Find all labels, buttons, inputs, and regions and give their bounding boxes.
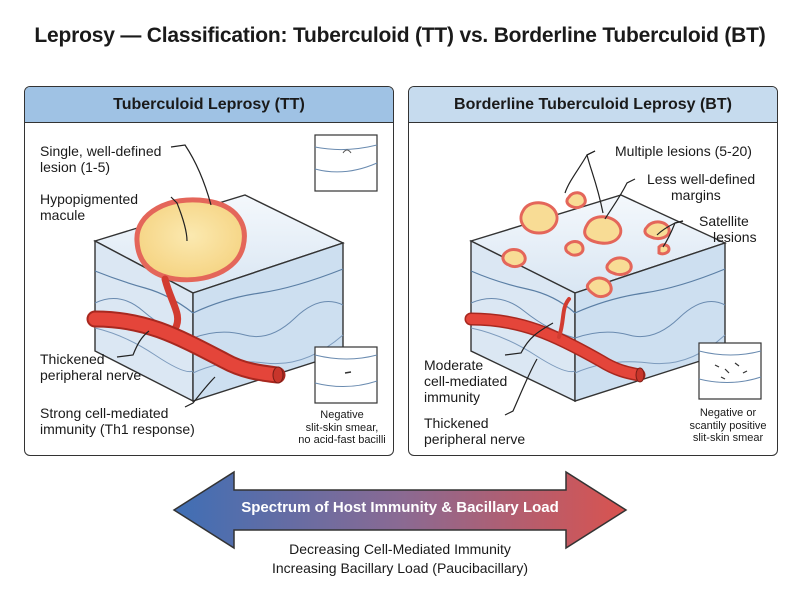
bt-lesion xyxy=(564,240,585,257)
bt-label-margins-line1: Less well-defined xyxy=(647,171,756,187)
bt-label-margins-line2: margins xyxy=(671,187,721,203)
page-title: Leprosy — Classification: Tuberculoid (T… xyxy=(34,24,766,47)
bt-label-moderate-line3: immunity xyxy=(424,389,481,405)
bt-lesion xyxy=(501,248,527,269)
bottom-line-immunity: Decreasing Cell-Mediated Immunity xyxy=(289,541,511,557)
bt-leader-lines xyxy=(504,150,684,416)
tt-label-nerve-line2: peripheral nerve xyxy=(40,367,142,383)
tt-smear-line3: no acid-fast bacilli xyxy=(298,434,386,446)
bt-lesion xyxy=(583,215,623,245)
tt-label-single-line1: Single, well-defined xyxy=(40,143,162,159)
spectrum-arrow: Spectrum of Host Immunity & Bacillary Lo… xyxy=(170,468,630,554)
bt-panel: Borderline Tuberculoid Leprosy (BT) xyxy=(408,86,778,456)
bt-nerve xyxy=(464,297,646,383)
bt-label-moderate-line1: Moderate xyxy=(424,357,484,373)
bt-label-moderate-line2: cell-mediated xyxy=(424,373,508,389)
tt-label-single-line2: lesion (1-5) xyxy=(40,159,111,175)
bt-label-nerve-line2: peripheral nerve xyxy=(424,431,526,447)
tt-label-nerve-line1: Thickened xyxy=(40,351,105,367)
tt-label-hypo-line1: Hypopigmented xyxy=(40,191,139,207)
bt-label-satellite-line1: Satellite xyxy=(699,213,749,229)
tt-inset-bottom xyxy=(314,346,378,404)
bt-label-nerve-line1: Thickened xyxy=(424,415,489,431)
bt-smear-line2: scantily positive xyxy=(689,419,767,432)
spectrum-arrow-label: Spectrum of Host Immunity & Bacillary Lo… xyxy=(241,499,559,516)
tt-nerve xyxy=(86,275,286,384)
bt-panel-header: Borderline Tuberculoid Leprosy (BT) xyxy=(409,87,777,123)
bt-lesion xyxy=(565,191,587,209)
bt-lesion xyxy=(605,256,633,277)
tt-smear-line1: Negative xyxy=(320,409,364,421)
tt-label-cmi-line1: Strong cell-mediated xyxy=(40,405,169,421)
bottom-line-bacillary: Increasing Bacillary Load (Paucibacillar… xyxy=(271,560,528,576)
tt-panel-header: Tuberculoid Leprosy (TT) xyxy=(25,87,393,123)
tt-inset-top xyxy=(314,134,378,192)
tt-leader-lines xyxy=(116,144,216,408)
tt-label-cmi-line2: immunity (Th1 response) xyxy=(40,421,195,437)
bt-lesion xyxy=(585,276,613,299)
spectrum-arrow-shape xyxy=(172,470,628,550)
bt-skin-illustration xyxy=(464,150,762,416)
bt-lesion xyxy=(643,220,671,241)
bt-label-satellite-line2: lesions xyxy=(713,229,757,245)
tt-panel: Tuberculoid Leprosy (TT) xyxy=(24,86,394,456)
tt-lesion xyxy=(134,197,247,283)
bt-smear-line1: Negative or xyxy=(699,407,757,419)
tt-skin-illustration xyxy=(86,134,378,408)
tt-label-hypo-line2: macule xyxy=(40,207,86,223)
bt-lesion xyxy=(657,243,671,256)
bt-inset-bottom xyxy=(698,342,762,400)
bt-label-multiple: Multiple lesions (5-20) xyxy=(615,143,752,159)
bt-lesions xyxy=(501,191,671,299)
tt-smear-line2: slit-skin smear, xyxy=(305,421,379,434)
bt-lesion xyxy=(519,201,559,235)
bt-smear-line3: slit-skin smear xyxy=(692,432,764,444)
